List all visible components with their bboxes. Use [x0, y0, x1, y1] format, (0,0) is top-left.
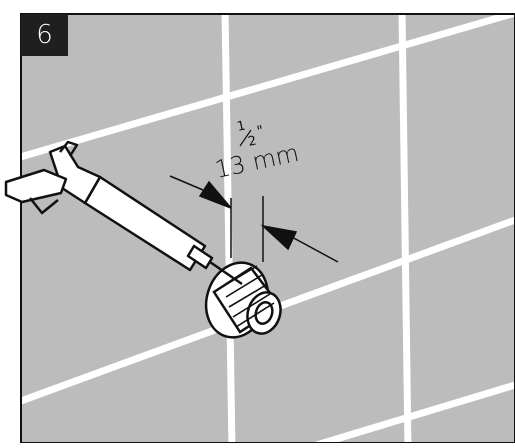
tool-hook: [59, 140, 79, 157]
tool-nozzle: [209, 260, 243, 286]
dimension-fraction-numerator: 1: [236, 119, 247, 135]
dimension-leader-right: [289, 235, 339, 263]
wall-connector-fitting-icon: [204, 261, 282, 339]
dimension-markers: [169, 175, 339, 263]
tool-grip: [4, 168, 68, 204]
dimension-arrow-left: [198, 180, 232, 209]
caulking-gun-icon: [4, 140, 243, 286]
grout-line-vertical-1: [221, 14, 236, 443]
step-number-badge: 6: [21, 14, 68, 56]
tool-collar: [186, 244, 214, 270]
dimension-fraction-denominator: 2: [247, 134, 258, 150]
tile-wall: [21, 14, 515, 443]
grout-line-diagonal-1: [21, 14, 515, 161]
grout-line-vertical-2: [398, 14, 412, 443]
fitting-threads: [221, 265, 275, 328]
step-number: 6: [36, 20, 53, 50]
dimension-arrow-right: [260, 224, 298, 251]
dimension-leader-left: [169, 175, 204, 191]
tool-trigger: [29, 197, 59, 215]
dimension-fraction-bar: [239, 129, 252, 147]
grout-line-diagonal-3: [311, 381, 515, 443]
dimension-inch-mark: ": [256, 123, 266, 140]
